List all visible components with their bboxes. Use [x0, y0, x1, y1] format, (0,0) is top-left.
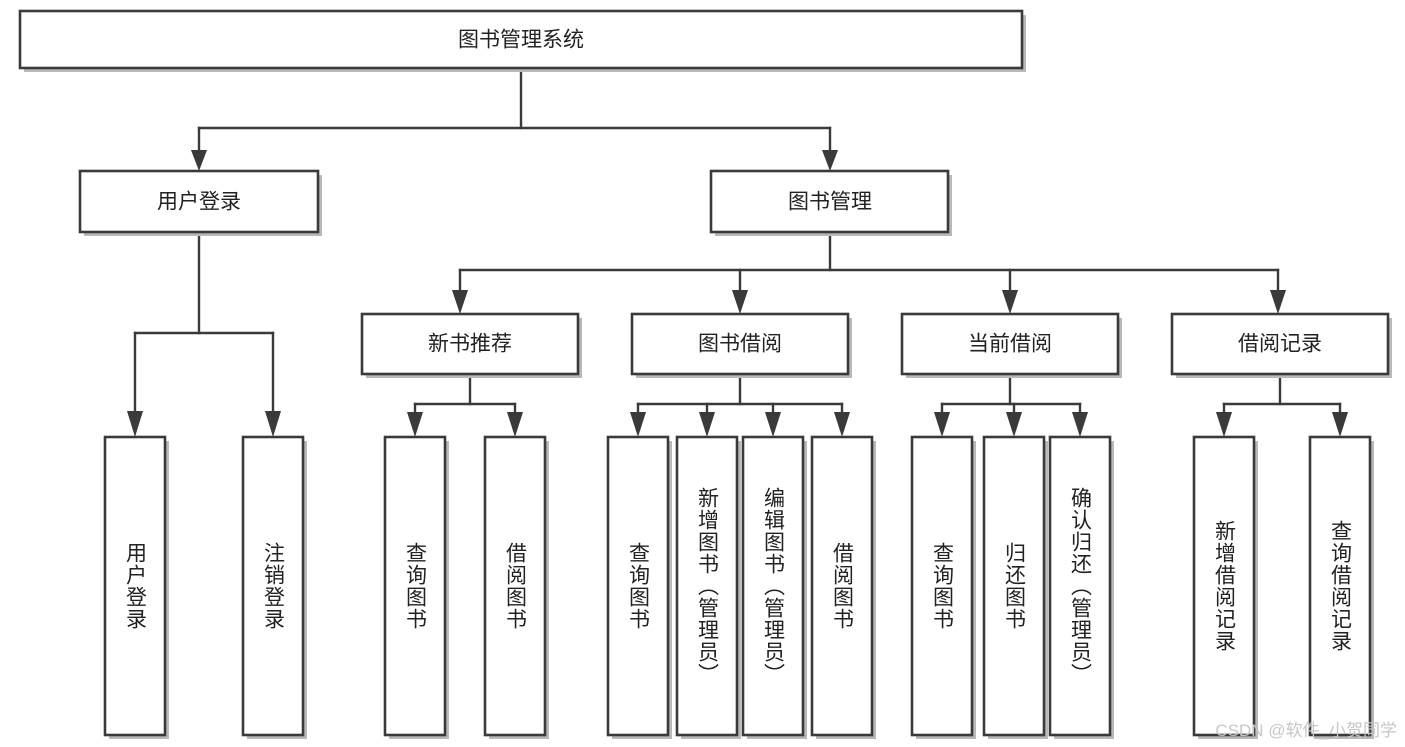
node-borrow-record-label: 借阅记录 [1238, 333, 1322, 356]
arrow-leaf-borrow-book-1 [507, 412, 523, 437]
node-leaf-user-logout[interactable]: 注销登录 [241, 435, 307, 739]
node-leaf-query-record[interactable]: 查询借阅记录 [1308, 435, 1374, 739]
node-leaf-return-book-label: 归还图书 [1003, 542, 1027, 630]
node-leaf-query-book-1-label: 查询图书 [404, 542, 428, 630]
node-leaf-query-book-2-label: 查询图书 [627, 542, 651, 630]
node-book-manage-label: 图书管理 [788, 191, 872, 214]
node-leaf-borrow-book-1-label: 借阅图书 [504, 542, 528, 630]
node-leaf-borrow-book-2-box [810, 435, 874, 737]
node-new-book-recommend[interactable]: 新书推荐 [360, 312, 582, 378]
arrow-leaf-user-logout [265, 411, 281, 437]
node-leaf-query-book-3[interactable]: 查询图书 [910, 435, 976, 739]
arrow-leaf-add-book [699, 412, 715, 437]
arrow-to-new-book-recommend [452, 290, 468, 314]
node-leaf-edit-book[interactable]: 编辑图书（管理员） [741, 435, 807, 739]
arrow-leaf-add-record [1216, 412, 1232, 437]
node-leaf-confirm-return-label: 确认归还（管理员） [1069, 487, 1093, 685]
arrow-leaf-query-book-3 [934, 412, 950, 437]
node-current-borrow[interactable]: 当前借阅 [900, 312, 1122, 378]
arrow-to-book-borrow [732, 290, 748, 314]
node-user-login-label: 用户登录 [157, 191, 241, 214]
node-leaf-user-login[interactable]: 用户登录 [103, 435, 169, 739]
node-leaf-query-book-1[interactable]: 查询图书 [383, 435, 449, 739]
node-leaf-query-record-box [1308, 435, 1372, 737]
node-book-borrow-box [630, 312, 850, 376]
node-new-book-recommend-box [360, 312, 580, 376]
node-user-login[interactable]: 用户登录 [78, 169, 322, 236]
node-user-login-box [78, 169, 320, 234]
node-root[interactable]: 图书管理系统 [18, 9, 1026, 72]
node-leaf-user-logout-label: 注销登录 [262, 542, 286, 630]
arrow-to-borrow-record [1270, 290, 1286, 314]
node-leaf-return-book-box [982, 435, 1046, 737]
node-leaf-user-login-label: 用户登录 [124, 542, 148, 630]
connector-layer [127, 66, 1348, 437]
node-book-borrow-label: 图书借阅 [698, 333, 782, 356]
arrow-to-user-login [191, 150, 207, 171]
node-book-borrow[interactable]: 图书借阅 [630, 312, 852, 378]
arrow-leaf-edit-book [765, 412, 781, 437]
node-leaf-borrow-book-2[interactable]: 借阅图书 [810, 435, 876, 739]
arrow-leaf-return-book [1006, 412, 1022, 437]
arrow-leaf-query-book-1 [407, 412, 423, 437]
node-borrow-record-box [1170, 312, 1390, 376]
node-leaf-confirm-return-box [1048, 435, 1112, 737]
node-leaf-borrow-book-1-box [483, 435, 547, 737]
node-leaf-query-record-label: 查询借阅记录 [1329, 520, 1353, 652]
node-leaf-add-book[interactable]: 新增图书（管理员） [675, 435, 741, 739]
arrow-leaf-borrow-book-2 [834, 412, 850, 437]
node-borrow-record[interactable]: 借阅记录 [1170, 312, 1392, 378]
node-leaf-query-book-3-box [910, 435, 974, 737]
node-leaf-add-record-label: 新增借阅记录 [1213, 520, 1237, 652]
node-book-manage[interactable]: 图书管理 [709, 169, 952, 236]
node-leaf-add-book-box [675, 435, 739, 737]
csdn-watermark: CSDN @软件_小贺同学 [1215, 721, 1397, 740]
node-leaf-borrow-book-1[interactable]: 借阅图书 [483, 435, 549, 739]
node-book-manage-box [709, 169, 950, 234]
node-leaf-add-record-box [1192, 435, 1256, 737]
node-leaf-borrow-book-2-label: 借阅图书 [831, 542, 855, 630]
node-leaf-query-book-3-label: 查询图书 [931, 542, 955, 630]
node-leaf-edit-book-label: 编辑图书（管理员） [762, 487, 786, 685]
node-current-borrow-label: 当前借阅 [968, 333, 1052, 356]
arrow-leaf-user-login [127, 411, 143, 437]
node-leaf-edit-book-box [741, 435, 805, 737]
arrow-to-book-manage [822, 150, 838, 171]
node-leaf-user-logout-box [241, 435, 305, 737]
node-current-borrow-box [900, 312, 1120, 376]
node-leaf-return-book[interactable]: 归还图书 [982, 435, 1048, 739]
arrow-to-current-borrow [1002, 290, 1018, 314]
node-leaf-add-record[interactable]: 新增借阅记录 [1192, 435, 1258, 739]
arrow-leaf-query-book-2 [630, 412, 646, 437]
node-leaf-user-login-box [103, 435, 167, 737]
node-leaf-query-book-1-box [383, 435, 447, 737]
node-leaf-confirm-return[interactable]: 确认归还（管理员） [1048, 435, 1114, 739]
arrow-leaf-query-record [1332, 412, 1348, 437]
arrow-leaf-confirm-return [1072, 412, 1088, 437]
node-leaf-query-book-2-box [606, 435, 670, 737]
node-root-label: 图书管理系统 [458, 29, 584, 52]
node-root-box [18, 9, 1024, 70]
node-new-book-recommend-label: 新书推荐 [428, 333, 512, 356]
node-leaf-query-book-2[interactable]: 查询图书 [606, 435, 672, 739]
node-leaf-add-book-label: 新增图书（管理员） [696, 487, 720, 685]
